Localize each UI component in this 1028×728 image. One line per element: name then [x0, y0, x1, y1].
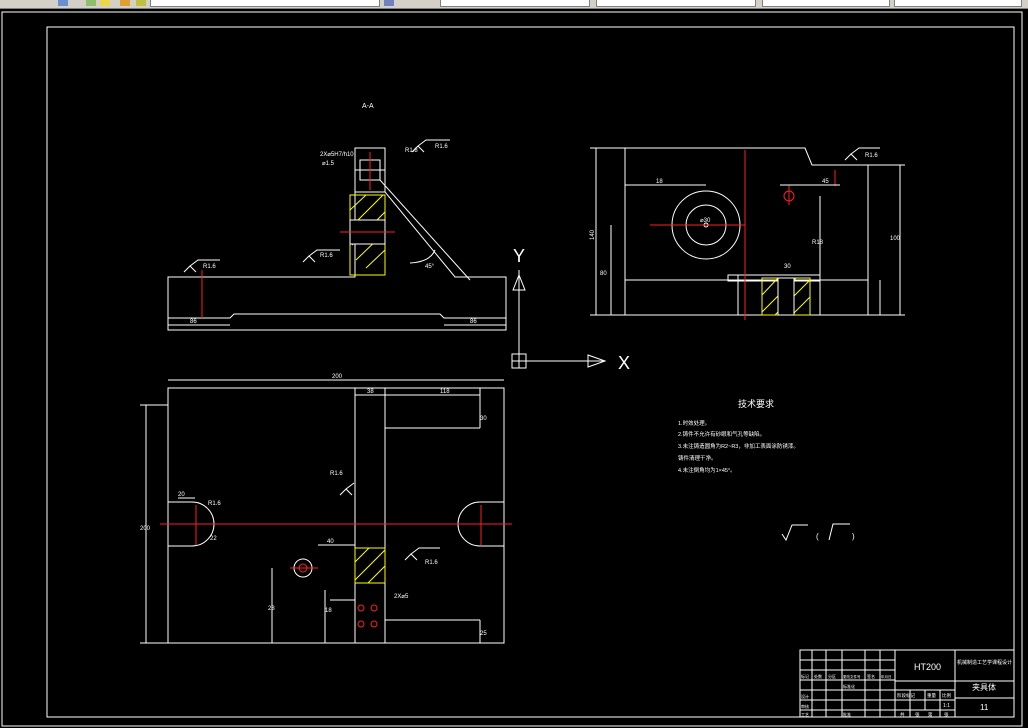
top-view	[140, 379, 512, 644]
top-dim-b: 118	[440, 389, 450, 395]
tb-material: HT200	[914, 662, 941, 672]
tb-scale-label-0: 阶段标记	[897, 692, 915, 699]
open-icon[interactable]	[58, 0, 68, 6]
front-angle: 45°	[425, 264, 435, 270]
tb-scale-label-1: 重量	[927, 692, 936, 699]
front-rough-2: R1.6	[320, 253, 333, 259]
square-icon[interactable]	[384, 0, 394, 6]
side-dim-e: 80	[600, 271, 607, 277]
tb-school: 机械制造工艺学课程设计	[957, 659, 1012, 666]
top-dim-height: 200	[140, 526, 151, 532]
tb-row-4: 签名	[867, 673, 875, 679]
tb-bottom-3: 标准化	[843, 683, 855, 689]
top-dim-e: 22	[210, 536, 217, 542]
side-dim-b: 45	[822, 179, 829, 185]
front-section-view: A-A	[167, 103, 507, 331]
tb-sheet-0: 共	[900, 711, 905, 718]
tb-sheet-1: 张	[915, 711, 920, 718]
tb-scale-label-2: 比例	[942, 692, 951, 699]
top-rough-2: R1.6	[330, 471, 343, 477]
front-note-3: R1.8	[405, 148, 418, 154]
lightbulb-icon[interactable]	[100, 0, 110, 6]
layer-icon[interactable]	[86, 0, 96, 6]
tb-bottom-2: 工艺	[801, 712, 809, 717]
top-dim-c: 30	[480, 416, 487, 422]
ucs-x-label: X	[618, 353, 630, 373]
color-dropdown[interactable]	[440, 0, 590, 7]
top-dim-i: 2X⌀5	[394, 594, 409, 600]
side-dim-d: R18	[812, 240, 824, 246]
tb-bottom-0: 设计	[801, 693, 809, 699]
title-block	[799, 649, 1015, 718]
top-rough-3: R1.6	[425, 560, 438, 566]
side-dim-c: 30	[784, 264, 791, 270]
roughness-paren-close: )	[852, 532, 855, 541]
outer-frame	[1, 11, 1023, 727]
tech-line-4: 铸件清理干净。	[678, 454, 717, 462]
front-note-1: 2X⌀5H7/h10	[320, 152, 354, 158]
tb-bottom-1: 审核	[801, 703, 809, 709]
top-dim-j: 18	[325, 608, 332, 614]
tech-line-1: 1.时效处理。	[678, 419, 710, 427]
front-rough-1: R1.6	[203, 264, 216, 270]
ucs-y-label: Y	[513, 246, 525, 266]
top-dim-texts: 200 38 118 30 200 R1.6 R1.6 40 R1.6 22 2…	[140, 374, 487, 637]
lineweight-dropdown[interactable]	[762, 0, 890, 7]
roughness-paren-open: (	[816, 532, 819, 541]
side-height: 140	[590, 229, 596, 240]
side-rough: R1.6	[865, 153, 878, 159]
tb-bottom-4: 批准	[843, 711, 851, 717]
tech-line-5: 4.未注倒角均为1×45°。	[678, 466, 736, 474]
front-rough-3: R1.6	[435, 144, 448, 150]
tb-part-name: 夹具体	[972, 682, 996, 692]
color-icon[interactable]	[136, 0, 146, 6]
tech-line-3: 3.未注铸造圆角为R2~R3，非加工表面涂防锈漆。	[678, 442, 799, 450]
tb-row-3: 更改文件号	[843, 674, 861, 679]
layer-dropdown[interactable]	[150, 0, 380, 7]
tb-row-2: 分区	[828, 673, 836, 679]
tb-number: 11	[980, 703, 989, 712]
front-dim-right: 86	[470, 319, 477, 325]
side-view	[590, 147, 905, 320]
top-dim-width: 200	[332, 374, 343, 380]
drawing-border	[46, 26, 1015, 718]
linetype-dropdown[interactable]	[596, 0, 756, 7]
drawing-canvas[interactable]: A-A R1.6 R1.6 R1.6 45° 2X⌀5H7/h10 ⌀1.5 R…	[0, 9, 1028, 728]
tb-row-0: 标记	[801, 673, 809, 679]
roughness-note	[781, 523, 850, 542]
front-note-2: ⌀1.5	[322, 161, 335, 167]
top-dim-a: 38	[367, 389, 374, 395]
tb-scale: 1:1	[943, 703, 950, 709]
ucs-icon	[511, 270, 607, 369]
top-dim-f: 20	[178, 492, 185, 498]
tb-row-1: 处数	[814, 673, 822, 679]
plotstyle-dropdown[interactable]	[894, 0, 1022, 7]
front-dim-left: 86	[190, 319, 197, 325]
side-dim-f: 100	[890, 236, 901, 242]
title-block-texts: HT200 机械制造工艺学课程设计 夹具体 11 阶段标记 重量 比例 1:1 …	[801, 659, 1012, 718]
side-hole: ⌀30	[700, 218, 711, 224]
toolbar	[0, 0, 1028, 9]
tb-sheet-2: 第	[928, 711, 933, 718]
technical-requirements: 技术要求 1.时效处理。 2.铸件不允许有砂眼和气孔等缺陷。 3.未注铸造圆角为…	[678, 398, 799, 474]
tech-line-2: 2.铸件不允许有砂眼和气孔等缺陷。	[678, 430, 765, 438]
sun-icon[interactable]	[120, 0, 130, 6]
side-dim-a: 18	[656, 179, 663, 185]
tb-row-5: 年月日	[881, 674, 892, 679]
top-dim-h: 25	[480, 631, 487, 637]
top-dim-d: 40	[327, 539, 334, 545]
tech-title: 技术要求	[738, 398, 774, 409]
top-dim-g: 28	[268, 606, 275, 612]
section-label: A-A	[362, 103, 374, 110]
top-rough-1: R1.6	[208, 501, 221, 507]
tb-sheet-3: 张	[944, 711, 949, 718]
front-dim-texts: R1.6 R1.6 R1.6 45° 2X⌀5H7/h10 ⌀1.5 R1.8 …	[190, 144, 477, 325]
side-dim-texts: R1.6 140 ⌀30 18 45 30 R18 80 100	[590, 153, 901, 277]
